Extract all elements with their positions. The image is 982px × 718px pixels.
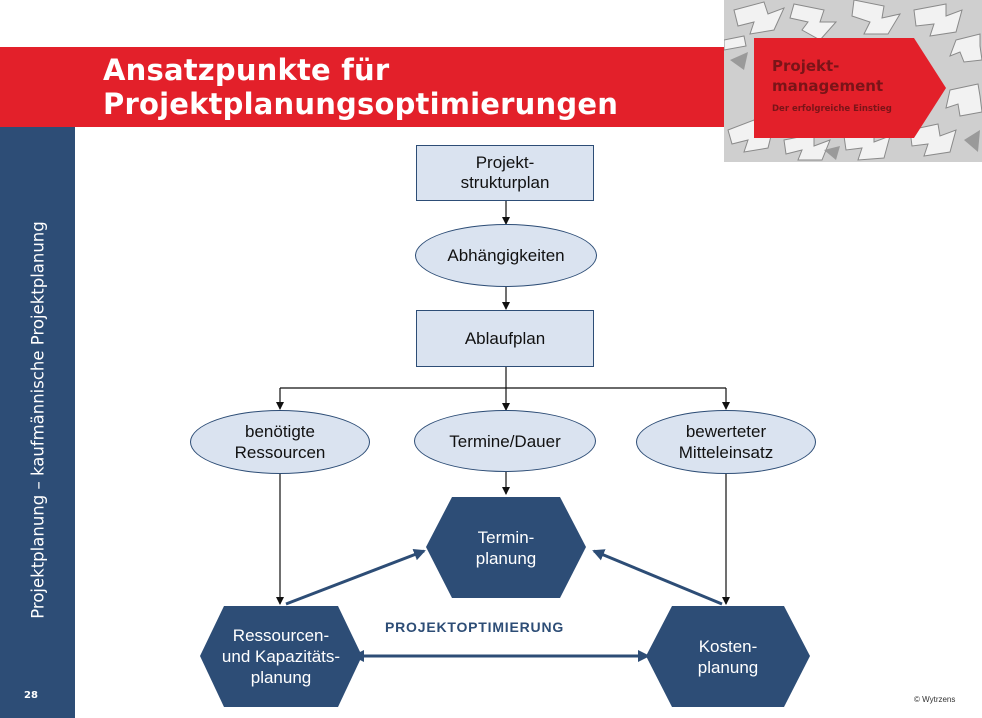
- slide-title: Ansatzpunkte für Projektplanungsoptimier…: [103, 53, 618, 121]
- label-terminplanung: Termin- planung: [475, 527, 537, 568]
- copyright: © Wytrzens: [914, 695, 956, 704]
- node-projektstrukturplan: Projekt- strukturplan: [416, 145, 594, 201]
- node-benoetigte-ressourcen: benötigte Ressourcen: [190, 410, 370, 474]
- label-projektoptimierung: PROJEKTOPTIMIERUNG: [385, 619, 565, 635]
- sidebar: [0, 127, 75, 718]
- hexagon-ressourcenplanung: [200, 606, 362, 707]
- hexagon-terminplanung: [426, 497, 586, 598]
- node-ablaufplan: Ablaufplan: [416, 310, 594, 367]
- logo-tagline: Der erfolgreiche Einstieg: [772, 104, 892, 114]
- node-bewerteter-mitteleinsatz: bewerteter Mitteleinsatz: [636, 410, 816, 474]
- logo-title-line2: management: [772, 77, 884, 95]
- arrow-ressourcen-to-termin: [285, 548, 426, 606]
- logo-title: Projekt- management: [772, 56, 883, 96]
- logo-image: [724, 0, 982, 162]
- node-abhaengigkeiten: Abhängigkeiten: [415, 224, 597, 287]
- node-termine-dauer: Termine/Dauer: [414, 410, 596, 472]
- arrow-kosten-to-termin: [592, 549, 723, 606]
- slide-title-line1: Ansatzpunkte für: [103, 53, 390, 87]
- logo-title-line1: Projekt-: [772, 57, 840, 75]
- label-kostenplanung: Kosten- planung: [697, 636, 759, 677]
- label-ressourcenplanung: Ressourcen- und Kapazitäts- planung: [221, 626, 341, 687]
- hexagon-kostenplanung: [646, 606, 810, 707]
- slide-title-line2: Projektplanungsoptimierungen: [103, 87, 619, 121]
- page-number: 28: [24, 690, 38, 701]
